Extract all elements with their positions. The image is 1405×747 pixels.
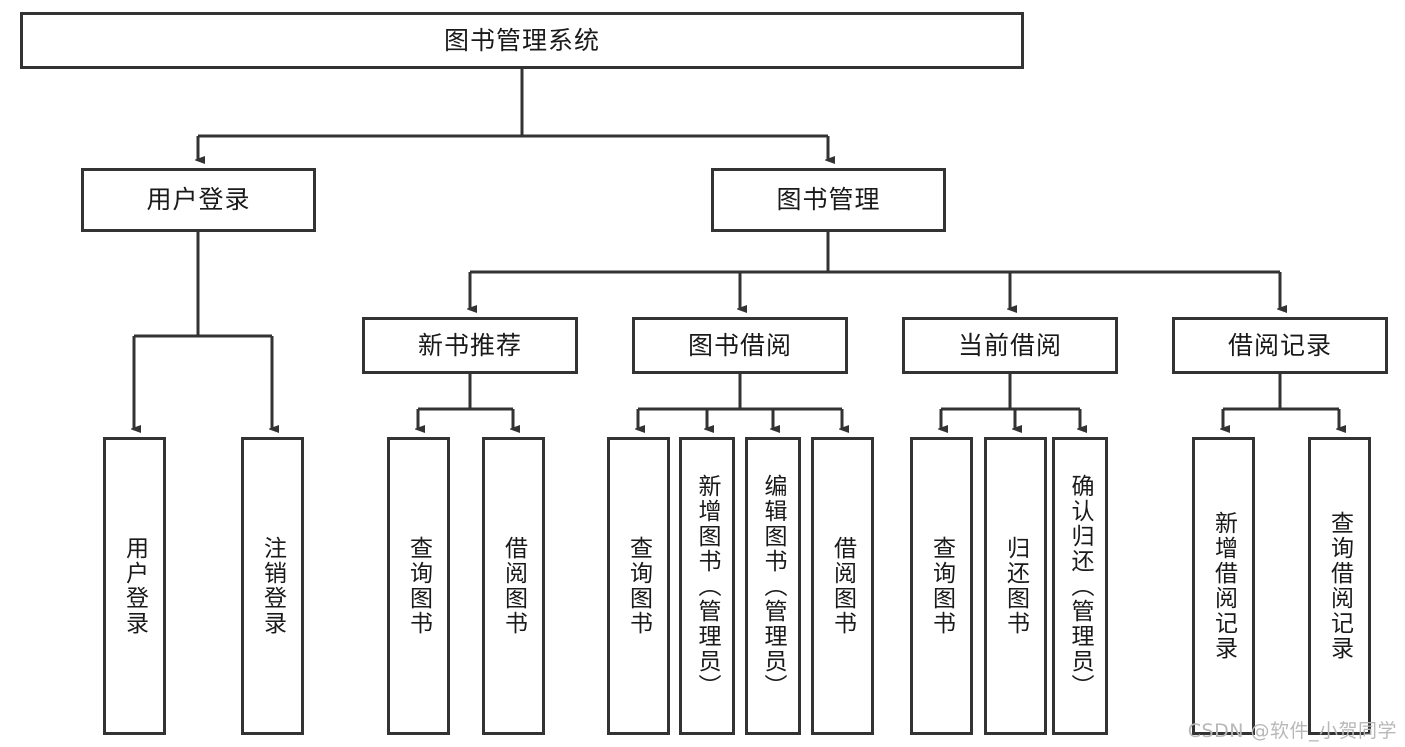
leaf-query-book-borrow[interactable]: 查询图书 xyxy=(607,437,670,735)
leaf-borrow-book[interactable]: 借阅图书 xyxy=(811,437,874,735)
leaf-query-book-current[interactable]: 查询图书 xyxy=(910,437,973,735)
connector-book-manage-to-level3 xyxy=(470,232,1280,309)
node-label: 新增图书（管理员） xyxy=(694,473,721,699)
node-label: 新增借阅记录 xyxy=(1210,511,1237,661)
leaf-query-borrow-record[interactable]: 查询借阅记录 xyxy=(1308,437,1371,735)
connector-current-borrow-to-leaves xyxy=(941,374,1080,429)
csdn-watermark: CSDN @软件_小贺同学 xyxy=(1187,720,1397,742)
node-label: 图书管理系统 xyxy=(443,25,600,55)
node-label: 图书管理 xyxy=(776,185,881,214)
node-root-system[interactable]: 图书管理系统 xyxy=(20,12,1024,69)
connector-user-login-to-leaves xyxy=(134,232,272,429)
leaf-borrow-book-recommend[interactable]: 借阅图书 xyxy=(482,437,545,735)
node-label: 归还图书 xyxy=(1002,536,1029,636)
connector-borrow-record-to-leaves xyxy=(1223,374,1339,429)
node-label: 当前借阅 xyxy=(957,330,1062,360)
leaf-edit-book-admin[interactable]: 编辑图书（管理员） xyxy=(745,437,801,735)
leaf-return-book[interactable]: 归还图书 xyxy=(984,437,1047,735)
node-label: 查询借阅记录 xyxy=(1326,511,1353,661)
node-borrow-record[interactable]: 借阅记录 xyxy=(1172,317,1388,374)
connector-book-borrow-to-leaves xyxy=(638,374,842,429)
connector-new-book-rec-to-leaves xyxy=(418,374,513,429)
node-label: 查询图书 xyxy=(625,536,652,636)
node-label: 图书借阅 xyxy=(687,330,792,360)
node-label: 查询图书 xyxy=(928,536,955,636)
node-label: 确认归还（管理员） xyxy=(1067,473,1094,699)
node-book-manage[interactable]: 图书管理 xyxy=(711,168,946,232)
node-label: 新书推荐 xyxy=(417,330,522,360)
leaf-query-book-recommend[interactable]: 查询图书 xyxy=(387,437,450,735)
node-label: 用户登录 xyxy=(121,536,148,636)
node-book-borrow[interactable]: 图书借阅 xyxy=(632,317,848,374)
node-current-borrow[interactable]: 当前借阅 xyxy=(902,317,1118,374)
node-label: 借阅图书 xyxy=(829,536,856,636)
connector-root-to-level2 xyxy=(198,69,828,160)
leaf-add-borrow-record[interactable]: 新增借阅记录 xyxy=(1192,437,1255,735)
node-label: 查询图书 xyxy=(405,536,432,636)
leaf-user-login[interactable]: 用户登录 xyxy=(103,437,166,735)
leaf-add-book-admin[interactable]: 新增图书（管理员） xyxy=(679,437,735,735)
node-label: 用户登录 xyxy=(146,185,251,214)
node-label: 借阅记录 xyxy=(1227,330,1332,360)
leaf-confirm-return-admin[interactable]: 确认归还（管理员） xyxy=(1052,437,1108,735)
node-new-book-recommend[interactable]: 新书推荐 xyxy=(362,317,578,374)
node-label: 编辑图书（管理员） xyxy=(760,473,787,699)
node-user-login[interactable]: 用户登录 xyxy=(81,168,316,232)
node-label: 借阅图书 xyxy=(500,536,527,636)
leaf-user-logout[interactable]: 注销登录 xyxy=(241,437,304,735)
node-label: 注销登录 xyxy=(259,536,286,636)
